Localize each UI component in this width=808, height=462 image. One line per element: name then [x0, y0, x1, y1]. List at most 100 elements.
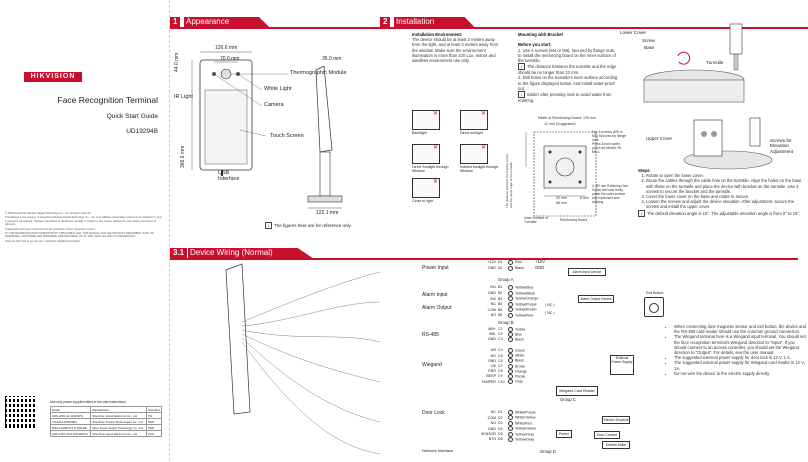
steps-head: Steps: — [638, 168, 651, 173]
pin-id: B6 — [498, 313, 503, 318]
legal-trademarks: Trademarks and logos mentioned are the p… — [5, 227, 96, 231]
pin-id: C6 — [498, 358, 503, 363]
wiegand-reader-box: Wiegand Card Reader — [556, 386, 598, 396]
installation-number: 2 — [380, 17, 391, 27]
power-supply-table: Use only power supplies listed in the us… — [49, 400, 162, 437]
pin-id: B5 — [498, 307, 503, 312]
pin-color: Gray — [515, 379, 523, 384]
wiring-number: 3.1 — [170, 248, 188, 258]
prohibit-icon: ✕ — [480, 111, 486, 117]
pin-terminal — [508, 353, 513, 359]
steps-block: Steps: Rotate to open the lower cover.Ro… — [638, 168, 804, 217]
wiring-notes: When connecting door magnetic sensor and… — [668, 324, 806, 376]
env-icon-item: ✕Direct sunlight — [460, 110, 506, 140]
label-usb: USB Interface — [218, 170, 240, 182]
step-item: Cover the lower cover on the base and ro… — [646, 194, 804, 199]
note-icon: i — [518, 63, 525, 71]
dim-base: 122.1 mm — [316, 210, 339, 216]
pin-name: NC — [490, 410, 496, 415]
prohibit-icon: ✕ — [432, 179, 438, 185]
group-d: Group D — [540, 449, 556, 454]
label-ir-light: IR Light — [174, 94, 193, 100]
pin-color: Yellow/Purple — [515, 302, 537, 307]
pin-terminal — [508, 307, 513, 313]
pin-id: C5 — [498, 353, 503, 358]
appearance-title: Appearance — [184, 17, 270, 27]
label-network: Network Interface — [422, 448, 454, 453]
pin-color: Yellow/Red — [515, 313, 533, 318]
wiring-note-item: The suggested external power supply for … — [674, 360, 806, 370]
env-block: Installation Environment: The device sho… — [412, 32, 504, 63]
pin-id: A1 — [498, 260, 503, 264]
appearance-note-text: The figures here are for reference only. — [274, 223, 352, 228]
legal-property: This Manual is the property of Hangzhou … — [5, 216, 162, 227]
before-2: 2. Drill holes on the turnstile's inner … — [518, 75, 618, 91]
env-icon-label: Indirect sunlight through Window — [460, 165, 499, 174]
alarm-output-device-box: Alarm Output Device — [578, 295, 614, 303]
pin-color: White/Yellow — [515, 415, 536, 420]
env-icon: ✕ — [412, 144, 440, 164]
pin-id: B1 — [498, 285, 503, 290]
pin-name: GND — [488, 358, 496, 363]
pin-terminal — [508, 290, 513, 296]
doc-code: UD19294B — [126, 128, 158, 135]
wiring-note-item: When connecting door magnetic sensor and… — [674, 324, 806, 334]
pin-name: ERR — [488, 369, 496, 374]
label-door-lock: Door Lock — [422, 410, 445, 416]
inner-surface: Inner Surface of Turnstile — [524, 216, 549, 224]
pin-name: BTN — [488, 437, 496, 442]
power-side-gnd: GND — [535, 265, 545, 270]
before-note2: Solder after pressing nuts to avoid wate… — [518, 92, 612, 104]
width-board: Width of Reinforcing Board: 125 mm — [538, 116, 596, 120]
label-power-input: Power Input — [422, 265, 449, 271]
qr-code-overlay — [6, 397, 36, 427]
dim-depth: 35.0 mm — [322, 56, 342, 62]
label-rs485: RS-485 — [422, 332, 439, 338]
steps-note: The default elevation angle is 15°. The … — [647, 210, 801, 216]
pin-terminal — [508, 363, 513, 369]
product-title: Face Recognition Terminal — [57, 95, 158, 105]
electric-strike-box: Electric strike — [602, 441, 630, 449]
pin-id: B2 — [498, 291, 503, 296]
label-base: Base — [644, 45, 655, 50]
pin-color: Green — [515, 348, 525, 353]
prohibit-icon: ✕ — [432, 111, 438, 117]
manufacturer-cell: PCU — [146, 430, 162, 437]
thermo-shape — [220, 68, 232, 80]
steps-list: Rotate to open the lower cover.Route the… — [638, 173, 804, 209]
label-upper-cover: Upper Cover — [646, 136, 673, 141]
bracket-base — [307, 195, 343, 203]
pin-name: +12V — [487, 260, 497, 264]
nc-1: ( NC ) — [545, 303, 555, 307]
pin-name: GND — [488, 426, 496, 431]
env-icon-item: ✕ Indirect sunlight through Window — [460, 144, 506, 174]
wiring-notes-list: When connecting door magnetic sensor and… — [668, 324, 806, 376]
wiring-title: Device Wiring (Normal) — [188, 248, 313, 258]
env-icon-label: Direct Sunlight through Window — [412, 165, 449, 174]
d86: 86 mm — [556, 201, 567, 205]
pin-name: GND — [488, 337, 496, 342]
pin-color: Black — [515, 337, 524, 342]
pin-color: Yellow — [515, 327, 526, 332]
legal-text: © 2020 Hangzhou Hikvision Digital Techno… — [5, 212, 163, 244]
prohibit-icon: ✕ — [480, 145, 486, 151]
pin-terminal — [508, 348, 513, 353]
installation-title: Installation — [394, 17, 475, 27]
pin-id: C3 — [498, 337, 503, 342]
alarm-input-device-box: Alarm Input Device — [568, 268, 606, 276]
pin-id: C2 — [498, 332, 503, 337]
pin-id: B4 — [498, 302, 503, 307]
